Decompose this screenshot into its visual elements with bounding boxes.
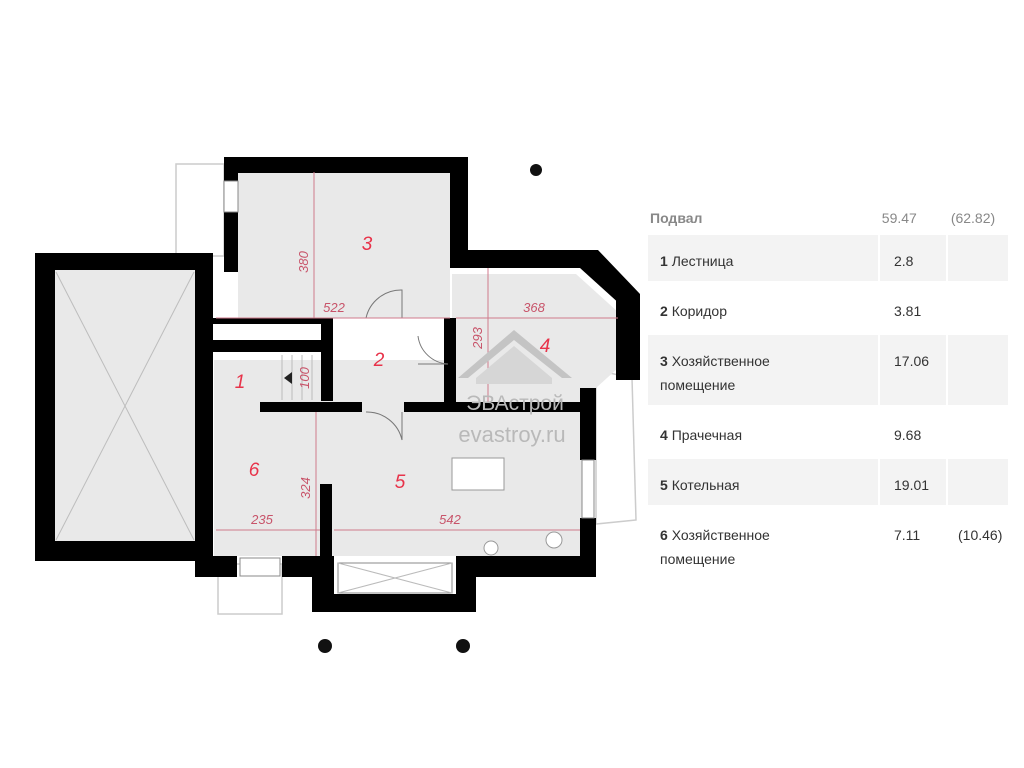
room-area: 7.11 xyxy=(894,527,921,543)
room-name-cell: 6 Хозяйственное помещение xyxy=(648,509,878,579)
room-area-alt xyxy=(948,459,1008,505)
stair-arrow-icon xyxy=(284,372,292,384)
room-number: 6 xyxy=(660,527,668,543)
room-number: 1 xyxy=(660,253,668,269)
room-name: Хозяйственное xyxy=(671,353,770,369)
watermark-brand: ЭВАстрой xyxy=(466,392,564,415)
table-row: 4 Прачечная 9.68 xyxy=(648,409,1008,455)
room-area: 9.68 xyxy=(894,427,922,443)
table-row: 3 Хозяйственное помещение 17.06 xyxy=(648,335,1008,405)
dim-380: 380 xyxy=(296,250,311,272)
room-number: 5 xyxy=(660,477,668,493)
room-area-table: Подвал 59.47 (62.82) 1 Лестница 2.8 2 Ко… xyxy=(648,205,1008,579)
room-name-cell: 5 Котельная xyxy=(648,459,878,505)
room-name: Хозяйственное xyxy=(671,527,770,543)
door-swings xyxy=(365,289,449,441)
floor-plan: 380 522 368 293 100 324 235 542 1 2 3 4 … xyxy=(35,157,640,653)
room-area-alt: (10.46) xyxy=(958,527,1003,543)
room-area-alt xyxy=(948,235,1008,281)
room-area: 3.81 xyxy=(894,303,922,319)
room-number: 4 xyxy=(660,427,668,443)
house-logo-icon xyxy=(458,330,572,378)
table-row: 2 Коридор 3.81 xyxy=(648,285,1008,331)
dim-522: 522 xyxy=(323,300,345,315)
room-number: 2 xyxy=(660,303,668,319)
watermark: ЭВАстрой evastroy.ru xyxy=(458,330,572,447)
room-name: Лестница xyxy=(671,253,734,269)
watermark-site: evastroy.ru xyxy=(458,422,565,447)
table-row: 5 Котельная 19.01 xyxy=(648,459,1008,505)
column-dots xyxy=(318,164,542,653)
room-name: Котельная xyxy=(671,477,740,493)
room-label-1: 1 xyxy=(235,372,246,393)
room-label-5: 5 xyxy=(395,472,406,493)
dim-542: 542 xyxy=(439,512,461,527)
room-area: 17.06 xyxy=(880,335,946,405)
room-name-line2: помещение xyxy=(660,377,736,393)
room-area-alt xyxy=(948,285,1008,331)
table-row: 1 Лестница 2.8 xyxy=(648,235,1008,281)
fixtures xyxy=(451,457,563,556)
floor-area-alt: (62.82) xyxy=(950,210,996,226)
room-area-alt xyxy=(948,335,1008,405)
dim-324: 324 xyxy=(298,477,313,499)
table-row: 6 Хозяйственное помещение 7.11 (10.46) xyxy=(648,509,1008,579)
walls xyxy=(35,157,640,612)
room-name: Прачечная xyxy=(671,427,743,443)
dim-368: 368 xyxy=(523,300,545,315)
room-name: Коридор xyxy=(671,303,727,319)
windows xyxy=(223,180,595,594)
dim-100: 100 xyxy=(297,366,312,388)
room-name-cell: 4 Прачечная xyxy=(648,409,878,455)
room-area: 19.01 xyxy=(880,459,946,505)
room-label-2: 2 xyxy=(373,350,385,371)
window-crosses xyxy=(337,562,453,594)
room-number: 3 xyxy=(660,353,668,369)
room-area-alt xyxy=(948,409,1008,455)
room-label-6: 6 xyxy=(249,460,260,481)
room-label-3: 3 xyxy=(362,234,373,255)
dim-293: 293 xyxy=(470,326,485,349)
room-label-4: 4 xyxy=(540,336,551,357)
stairs xyxy=(281,355,313,400)
floor-area: 59.47 xyxy=(881,210,917,226)
room-name-line2: помещение xyxy=(660,551,736,567)
room-name-cell: 3 Хозяйственное помещение xyxy=(648,335,878,405)
dim-235: 235 xyxy=(250,512,273,527)
room-name-cell: 1 Лестница xyxy=(648,235,878,281)
table-header: Подвал 59.47 (62.82) xyxy=(648,205,1008,231)
room-area: 2.8 xyxy=(880,235,946,281)
room-name-cell: 2 Коридор xyxy=(648,285,878,331)
floor-title: Подвал xyxy=(650,210,703,226)
garage-diagonals xyxy=(55,271,195,541)
